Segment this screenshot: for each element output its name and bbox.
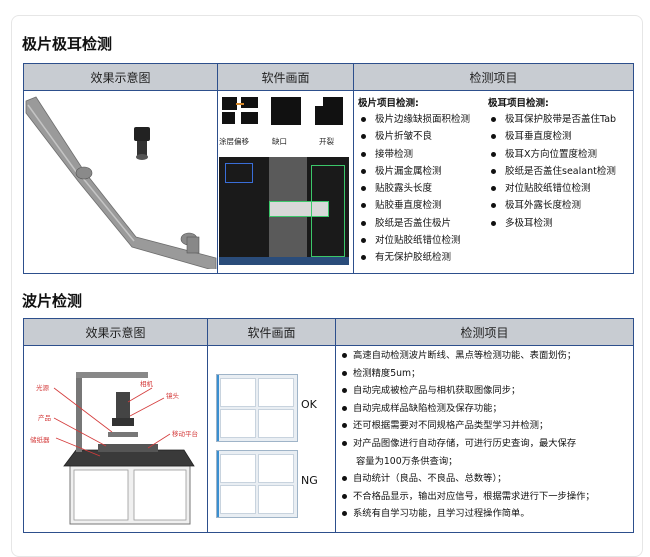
list-item: 胶纸是否盖住极片 (358, 215, 488, 232)
list-item: 极耳X方向位置度检测 (488, 146, 633, 163)
section2-items-cell: 高速自动检测波片断线、黑点等检测功能、表面划伤； 检测精度5um； 自动完成被检… (335, 345, 634, 533)
tab-piece-column: 极片项目检测: 极片边缘缺损面积检测 极片折皱不良 接带检测 极片漏金属检测 贴… (358, 95, 488, 267)
section2-software-cell: OK NG (207, 345, 336, 533)
list-item-continuation: 容量为100万条供查询； (356, 455, 458, 467)
list-item: 还可根据需要对不同规格产品类型学习并检测； (340, 417, 632, 435)
diagram-label-platform: 移动平台 (172, 429, 198, 438)
section2-header-items: 检测项目 (335, 318, 634, 346)
section1-table: 效果示意图 软件画面 检测项目 (23, 63, 634, 274)
list-item: 极片折皱不良 (358, 128, 488, 145)
list-item: 接带检测 (358, 146, 488, 163)
list-item: 自动统计（良品、不良品、总数等）； (340, 470, 632, 488)
list-item: 极片边缘缺损面积检测 (358, 111, 488, 128)
ng-screen (216, 450, 298, 518)
list-item: 对位贴胶纸错位检测 (488, 180, 633, 197)
section1-header-items: 检测项目 (353, 63, 634, 91)
list-item: 极耳保护胶带是否盖住Tab (488, 111, 633, 128)
list-item: 对位贴胶纸错位检测 (358, 232, 488, 249)
section1-header-diagram: 效果示意图 (23, 63, 218, 91)
ok-screen (216, 374, 298, 442)
thumb-coating (222, 97, 260, 125)
thumb-notch (271, 97, 301, 125)
list-item: 极片漏金属检测 (358, 163, 488, 180)
diagram-label-lens: 镜头 (166, 391, 180, 400)
section1-items-cell: 极片项目检测: 极片边缘缺损面积检测 极片折皱不良 接带检测 极片漏金属检测 贴… (353, 90, 634, 274)
list-item: 对产品图像进行自动存储，可进行历史查询，最大保存 (340, 435, 632, 453)
section1-title: 极片极耳检测 (22, 35, 113, 53)
thumb-label-crack: 开裂 (319, 137, 334, 146)
diagram-label-camera: 相机 (140, 379, 154, 388)
list-item: 极耳垂直度检测 (488, 128, 633, 145)
list-item: 贴胶露头长度 (358, 180, 488, 197)
diagram-label-storage: 储纸器 (30, 435, 50, 444)
tab-piece-title: 极片项目检测: (358, 98, 419, 109)
list-item: 有无保护胶纸检测 (358, 249, 488, 266)
section2-header-software: 软件画面 (207, 318, 336, 346)
list-item: 贴胶垂直度检测 (358, 197, 488, 214)
section2-diagram-cell: 光源 相机 镜头 产品 移动平台 储纸器 (23, 345, 208, 533)
list-item: 自动完成被检产品与相机获取图像同步； (340, 382, 632, 400)
diagram-label-product: 产品 (38, 413, 51, 422)
section1-header-software: 软件画面 (217, 63, 354, 91)
list-item: 系统有自学习功能，且学习过程操作简单。 (340, 505, 632, 523)
list-item: 自动完成样品缺陷检测及保存功能； (340, 400, 632, 418)
wave-items-list: 高速自动检测波片断线、黑点等检测功能、表面划伤； 检测精度5um； 自动完成被检… (340, 347, 632, 523)
ok-label: OK (301, 398, 317, 411)
machine-diagram: 光源 相机 镜头 产品 移动平台 储纸器 (30, 372, 198, 525)
list-item: 胶纸是否盖住sealant检测 (488, 163, 633, 180)
list-item: 检测精度5um； (340, 365, 632, 383)
tab-lug-column: 极耳项目检测: 极耳保护胶带是否盖住Tab 极耳垂直度检测 极耳X方向位置度检测… (488, 95, 633, 232)
section2-header-diagram: 效果示意图 (23, 318, 208, 346)
thumb-label-coating: 涂层偏移 (219, 137, 249, 146)
section1-software-cell: 涂层偏移 缺口 开裂 (217, 90, 354, 274)
diagram-label-light: 光源 (36, 383, 50, 392)
thumb-label-notch: 缺口 (272, 137, 287, 146)
list-item: 高速自动检测波片断线、黑点等检测功能、表面划伤； (340, 347, 632, 365)
inspection-screen (219, 157, 349, 265)
list-item: 不合格品显示，输出对应信号，根据需求进行下一步操作； (340, 488, 632, 506)
section2-table: 效果示意图 软件画面 检测项目 (23, 318, 634, 533)
section2-title: 波片检测 (22, 292, 83, 310)
thumb-crack (315, 97, 343, 125)
ng-label: NG (301, 474, 318, 487)
tab-lug-title: 极耳项目检测: (488, 98, 549, 109)
list-item: 极耳外露长度检测 (488, 197, 633, 214)
tab-strip-diagram (25, 96, 217, 272)
section1-diagram-cell (23, 90, 218, 274)
list-item: 多极耳检测 (488, 215, 633, 232)
